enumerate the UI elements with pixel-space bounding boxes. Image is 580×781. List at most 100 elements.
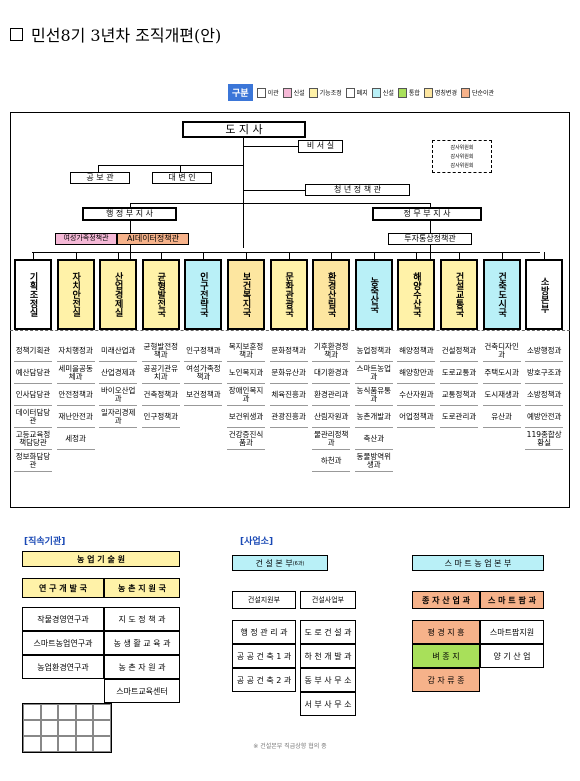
unit-cell: 어업정책과 (397, 406, 436, 428)
legend-swatch-icon (460, 87, 470, 98)
unit-cell: 장애인복지과 (227, 384, 265, 406)
org-unit-box: 하 천 개 발 과 (300, 644, 356, 668)
org-unit-box: 평 경 지 흥 (412, 620, 480, 644)
unit-cell: 미래산업과 (99, 340, 138, 362)
org-unit-box: 농 촌 자 원 과 (104, 655, 180, 679)
department-box: 농축산국 (354, 259, 393, 330)
unit-cell: 건축디자인과 (482, 340, 521, 362)
divider-line (10, 330, 570, 331)
legend-swatch-icon (256, 87, 266, 98)
unit-cell: 예방안전과 (525, 406, 564, 428)
unit-cell: 동물방역위생과 (354, 450, 393, 472)
unit-cell: 119종합상황실 (525, 428, 564, 450)
unit-cell: 인구정책과 (141, 406, 180, 428)
org-unit-box: 도 로 건 설 과 (300, 620, 356, 644)
unit-cell: 관광진흥과 (269, 406, 308, 428)
legend-swatch-icon (397, 87, 407, 98)
unit-cell: 공공기관유치과 (141, 362, 180, 384)
department-box: 해양수산국 (397, 259, 436, 330)
org-unit-box: 서 부 사 무 소 (300, 692, 356, 716)
unit-cell: 도로교통과 (440, 362, 478, 384)
legend-item: 신설 (282, 87, 305, 98)
unit-cell: 기후환경정책과 (312, 340, 351, 362)
legend-item-label: 이관 (267, 90, 279, 97)
unit-cell: 건축정책과 (141, 384, 180, 406)
org-unit-box: 공 공 건 축 2 과 (232, 668, 296, 692)
department-box: 인구전략국 (184, 259, 223, 330)
unit-cell: 소방정책과 (525, 384, 564, 406)
legend-swatch-icon (308, 87, 318, 98)
legend-item: 단순이관 (460, 87, 494, 98)
department-box: 문화관광국 (269, 259, 308, 330)
unit-cell: 건강증진식품과 (227, 428, 265, 450)
construction-hq-note: (6과) (292, 560, 305, 567)
legend-swatch-icon (371, 87, 381, 98)
unit-cell: 문화유산과 (269, 362, 308, 384)
unit-cell: 균형발전정책과 (141, 340, 180, 362)
construction-support-box: 건설지원부 (232, 591, 296, 609)
unit-cell: 보건위생과 (227, 406, 265, 428)
unit-cell: 축산과 (354, 428, 393, 450)
business-label: [사업소] (240, 537, 274, 547)
unit-cell: 유산과 (482, 406, 521, 428)
pr-box: 공 보 관 (70, 172, 130, 184)
legend-item: 이관 (256, 87, 279, 98)
legend-swatch-icon (345, 87, 355, 98)
unit-cell: 도로관리과 (440, 406, 478, 428)
unit-cell: 복지보훈정책과 (227, 340, 265, 362)
legend-item-label: 통합 (408, 90, 420, 97)
legend-swatch-icon (423, 87, 433, 98)
department-box: 기획조정실 (14, 259, 52, 330)
ref-label: 감사위원회 (450, 163, 474, 169)
department-box: 환경산림국 (312, 259, 351, 330)
unit-cell: 재난안전과 (56, 406, 95, 428)
vice-governor-admin-box: 행 정 부 지 사 (82, 207, 177, 221)
org-unit-box: 작물경영연구과 (22, 607, 104, 631)
legend-item-label: 신설 (382, 90, 394, 97)
invest-trade-box: 투자통상정책관 (388, 233, 472, 245)
title-text: 민선8기 3년차 조직개편(안) (31, 26, 222, 45)
unit-cell: 하천과 (312, 450, 351, 472)
org-unit-box: 공 공 건 축 1 과 (232, 644, 296, 668)
unit-cell: 일자리경제과 (99, 406, 138, 428)
unit-cell: 건설정책과 (440, 340, 478, 362)
unit-cell: 인구정책과 (184, 340, 223, 362)
footer-note: ※ 건설본부 직급상향 협의 중 (253, 743, 327, 750)
org-unit-box: 감 자 류 종 (412, 668, 480, 692)
rural-bureau-box: 농 촌 지 원 국 (104, 578, 180, 598)
legend-item-label: 폐지 (356, 90, 368, 97)
legend-item-label: 명칭변경 (434, 90, 457, 97)
legend-item: 신설 (371, 87, 394, 98)
unit-cell: 주택도시과 (482, 362, 521, 384)
org-unit-box: 동 부 사 무 소 (300, 668, 356, 692)
legend-item: 폐지 (345, 87, 368, 98)
checkbox-icon (10, 27, 23, 41)
direct-label: [직속기관] (24, 537, 66, 547)
unit-cell: 안전정책과 (56, 384, 95, 406)
unit-cell: 바이오산업과 (99, 384, 138, 406)
org-unit-box: 농 생 활 교 육 과 (104, 631, 180, 655)
unit-cell: 소방행정과 (525, 340, 564, 362)
department-box: 소방본부 (525, 259, 564, 330)
ai-data-box: AI데이터정책관 (117, 233, 189, 245)
unit-cell: 농촌개발과 (354, 406, 393, 428)
unit-cell: 정책기획관 (14, 340, 52, 362)
org-unit-box: 양 기 산 업 (480, 644, 544, 668)
vice-governor-political-box: 정 무 부 지 사 (372, 207, 482, 221)
unit-cell: 농업정책과 (354, 340, 393, 362)
construction-project-box: 건설사업부 (300, 591, 356, 609)
secretary-box: 비 서 실 (298, 140, 343, 153)
org-unit-box: 행 정 관 리 과 (232, 620, 296, 644)
department-box: 건설교통국 (440, 259, 478, 330)
department-box: 균형발전국 (141, 259, 180, 330)
unit-cell: 환경관리과 (312, 384, 351, 406)
